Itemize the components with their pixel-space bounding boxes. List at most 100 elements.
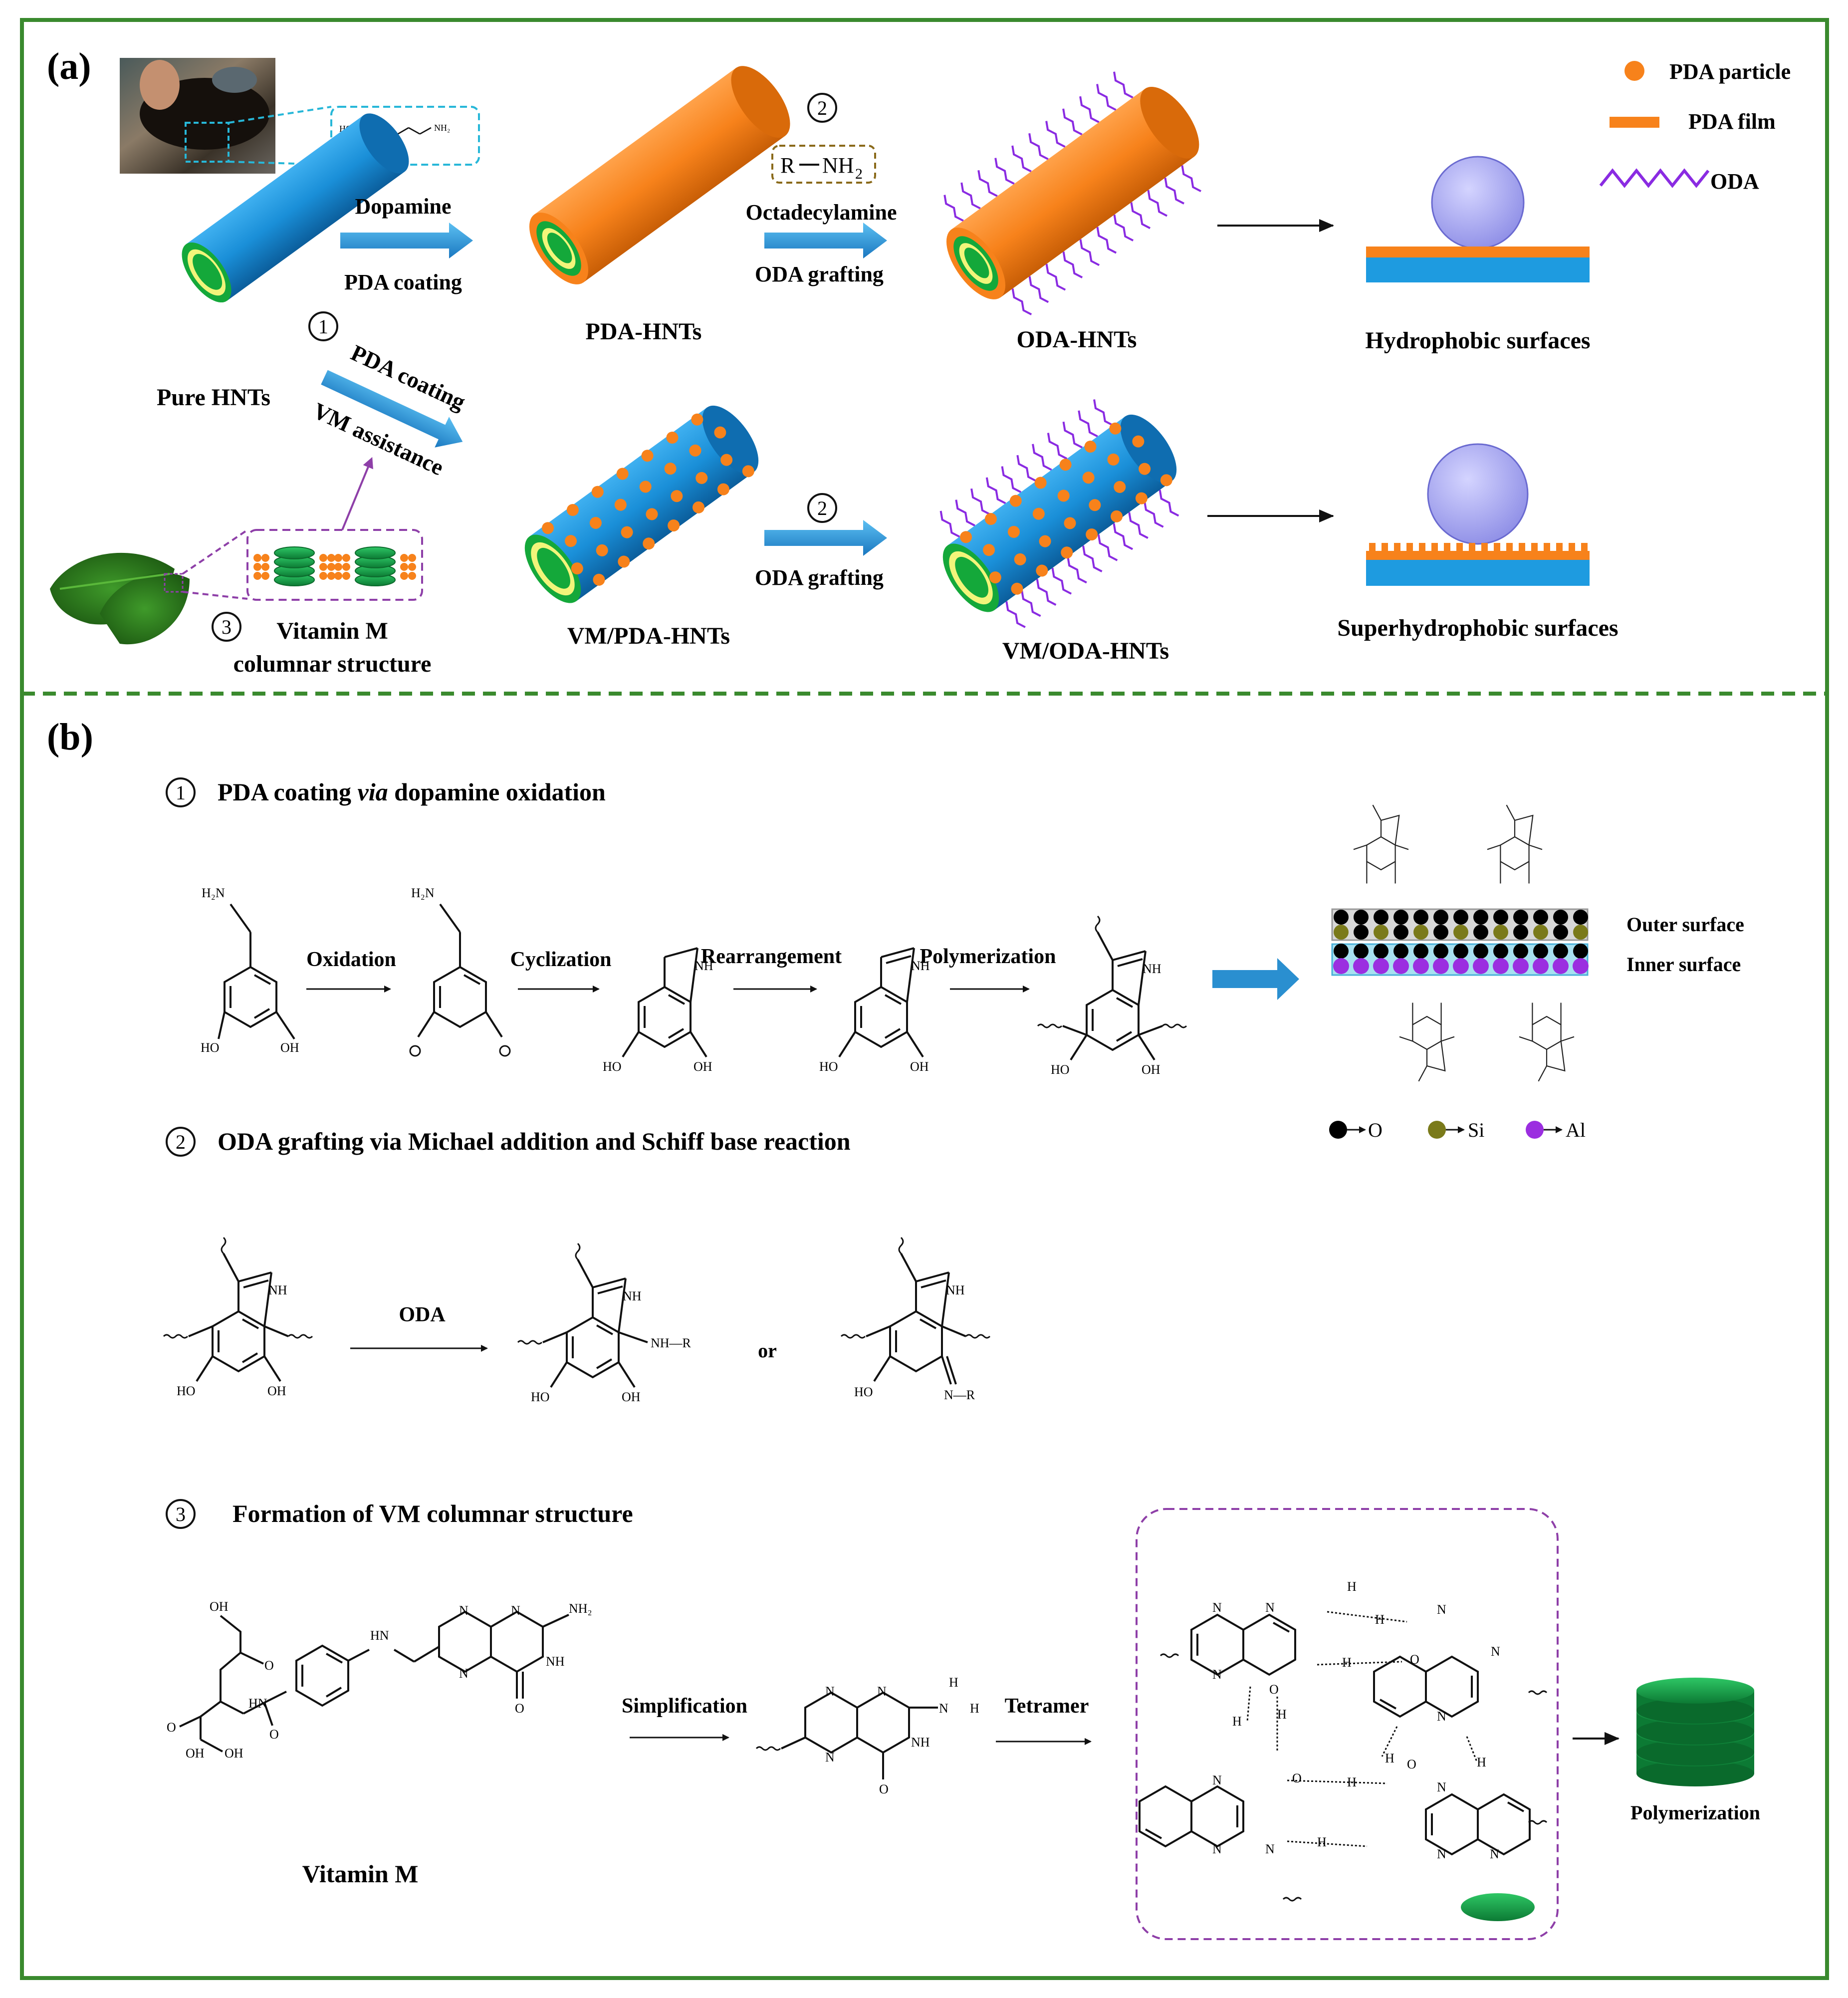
hnt-surface-diagram: [1331, 804, 1589, 1082]
svg-text:H: H: [970, 1701, 979, 1716]
cyclization-label: Cyclization: [510, 948, 612, 971]
pure-hnt-tube: [182, 113, 409, 303]
step1-header: 1 PDA coating via dopamine oxidation: [166, 777, 606, 807]
pda-hnts-label: PDA-HNTs: [586, 318, 702, 345]
pterin-unit-structure: N N N NH O N H H: [755, 1675, 979, 1796]
step-2-marker-top: 2: [807, 93, 837, 123]
svg-text:1: 1: [176, 781, 186, 804]
svg-text:HO: HO: [201, 1040, 220, 1055]
dopaminequinone-structure: H₂N: [409, 886, 511, 1057]
svg-text:2: 2: [817, 497, 827, 519]
vm-pda-hnts-label: VM/PDA-HNTs: [567, 623, 730, 649]
svg-text:NH: NH: [911, 1735, 930, 1749]
svg-text:OH: OH: [210, 1599, 229, 1614]
vitamin-m-structure: OH O O HN OH O OH HN N N N NH₂ NH O: [167, 1599, 592, 1760]
big-blue-arrow: [1212, 958, 1299, 1000]
vitamin-m-label-b: Vitamin M: [302, 1860, 419, 1888]
svg-text:2: 2: [817, 97, 827, 119]
vm-columns-box: [246, 529, 423, 601]
svg-text:N: N: [1437, 1780, 1446, 1794]
hydrophobic-surface: [1366, 156, 1590, 282]
svg-text:H₂N: H₂N: [202, 886, 225, 900]
legend-pda-film: PDA film: [1688, 109, 1776, 134]
pda-unit-structure: NH HO OH: [1037, 915, 1187, 1077]
vm-disc: [1461, 1893, 1535, 1921]
mini-nh2: NH₂: [434, 123, 450, 133]
svg-text:N: N: [1212, 1773, 1222, 1787]
legend-pda-particle: PDA particle: [1669, 59, 1791, 84]
svg-text:OH: OH: [225, 1746, 243, 1760]
vitamin-m-label-a: Vitamin M: [276, 618, 388, 644]
tetramer-box: [1136, 1508, 1559, 1940]
outer-surface-label: Outer surface: [1626, 913, 1744, 936]
svg-text:H: H: [1375, 1612, 1385, 1627]
svg-text:HN: HN: [248, 1696, 267, 1711]
svg-text:R: R: [780, 153, 795, 178]
svg-text:O: O: [167, 1720, 176, 1735]
svg-text:HO: HO: [854, 1385, 873, 1399]
octadecylamine-label: Octadecylamine: [745, 200, 897, 225]
vm-pda-hnt-tube: [524, 405, 759, 603]
svg-text:N: N: [1265, 1600, 1275, 1615]
oda-arrow-top: [764, 223, 887, 258]
svg-text:O: O: [1407, 1757, 1416, 1771]
michael-adduct-structure: NH NH—R HO OH: [517, 1243, 692, 1404]
oda-grafting-bottom-label: ODA grafting: [755, 565, 884, 590]
step-3-marker: 3: [212, 612, 241, 642]
oda-hnts-label: ODA-HNTs: [1017, 326, 1137, 353]
step3-header: 3 Formation of VM columnar structure: [166, 1499, 633, 1529]
pure-hnts-label: Pure HNTs: [157, 384, 270, 411]
svg-text:2: 2: [855, 166, 863, 182]
panel-frame: [20, 18, 1829, 1980]
svg-text:OH: OH: [693, 1059, 712, 1074]
svg-text:N: N: [1437, 1709, 1446, 1724]
hydrophobic-label: Hydrophobic surfaces: [1365, 327, 1590, 354]
svg-text:NH: NH: [946, 1283, 965, 1297]
vm-column-stack: [1636, 1678, 1754, 1786]
svg-text:O: O: [269, 1727, 279, 1742]
svg-text:H: H: [1232, 1714, 1242, 1729]
leucodopaminechrome-structure: NH HO OH: [603, 947, 713, 1074]
step-1-marker: 1: [308, 311, 338, 341]
tetramer-label: Tetramer: [1005, 1695, 1089, 1718]
dopamine-arrow: [340, 223, 473, 258]
svg-text:O: O: [1368, 1119, 1383, 1141]
svg-text:OH: OH: [910, 1059, 929, 1074]
step-2-marker-bottom: 2: [807, 493, 837, 523]
dopamine-structure: H₂N HO OH: [201, 886, 299, 1055]
svg-text:Al: Al: [1566, 1119, 1586, 1141]
svg-text:N: N: [1212, 1667, 1222, 1682]
legend-oda-marker: [1599, 168, 1710, 188]
leaf-zoom-line-2: [182, 591, 248, 600]
svg-text:PDA coating via dopamine oxida: PDA coating via dopamine oxidation: [218, 778, 606, 806]
svg-text:H: H: [1342, 1655, 1352, 1670]
svg-text:HO: HO: [819, 1059, 838, 1074]
svg-text:O: O: [1410, 1652, 1419, 1667]
svg-text:OH: OH: [186, 1746, 205, 1760]
svg-text:OH: OH: [267, 1384, 286, 1398]
atom-key: O Si Al: [1329, 1119, 1586, 1141]
svg-text:NH: NH: [694, 959, 713, 973]
svg-text:O: O: [515, 1701, 524, 1716]
svg-text:O: O: [1292, 1771, 1302, 1785]
vm-assist-arrow: [341, 457, 373, 530]
svg-text:Formation of VM columnar struc: Formation of VM columnar structure: [232, 1499, 633, 1527]
svg-text:N: N: [459, 1603, 468, 1618]
dopamine-label: Dopamine: [355, 194, 451, 219]
svg-text:H: H: [1317, 1835, 1327, 1849]
superhydrophobic-surface: [1366, 443, 1590, 586]
legend: PDA particle PDA film ODA: [1599, 59, 1791, 194]
panel-a-label: (a): [47, 45, 91, 87]
svg-text:H: H: [1347, 1579, 1357, 1594]
polymerization-label-1: Polymerization: [920, 945, 1056, 968]
simplification-label: Simplification: [622, 1695, 747, 1718]
svg-text:H: H: [1277, 1707, 1287, 1722]
schiff-base-structure: NH HO N—R: [840, 1237, 991, 1402]
oda-label-step2: ODA: [399, 1303, 446, 1326]
svg-text:2: 2: [176, 1131, 186, 1153]
svg-text:HO: HO: [177, 1384, 196, 1398]
pda-hnt-tube: [529, 66, 790, 284]
svg-text:N: N: [1491, 1644, 1500, 1659]
